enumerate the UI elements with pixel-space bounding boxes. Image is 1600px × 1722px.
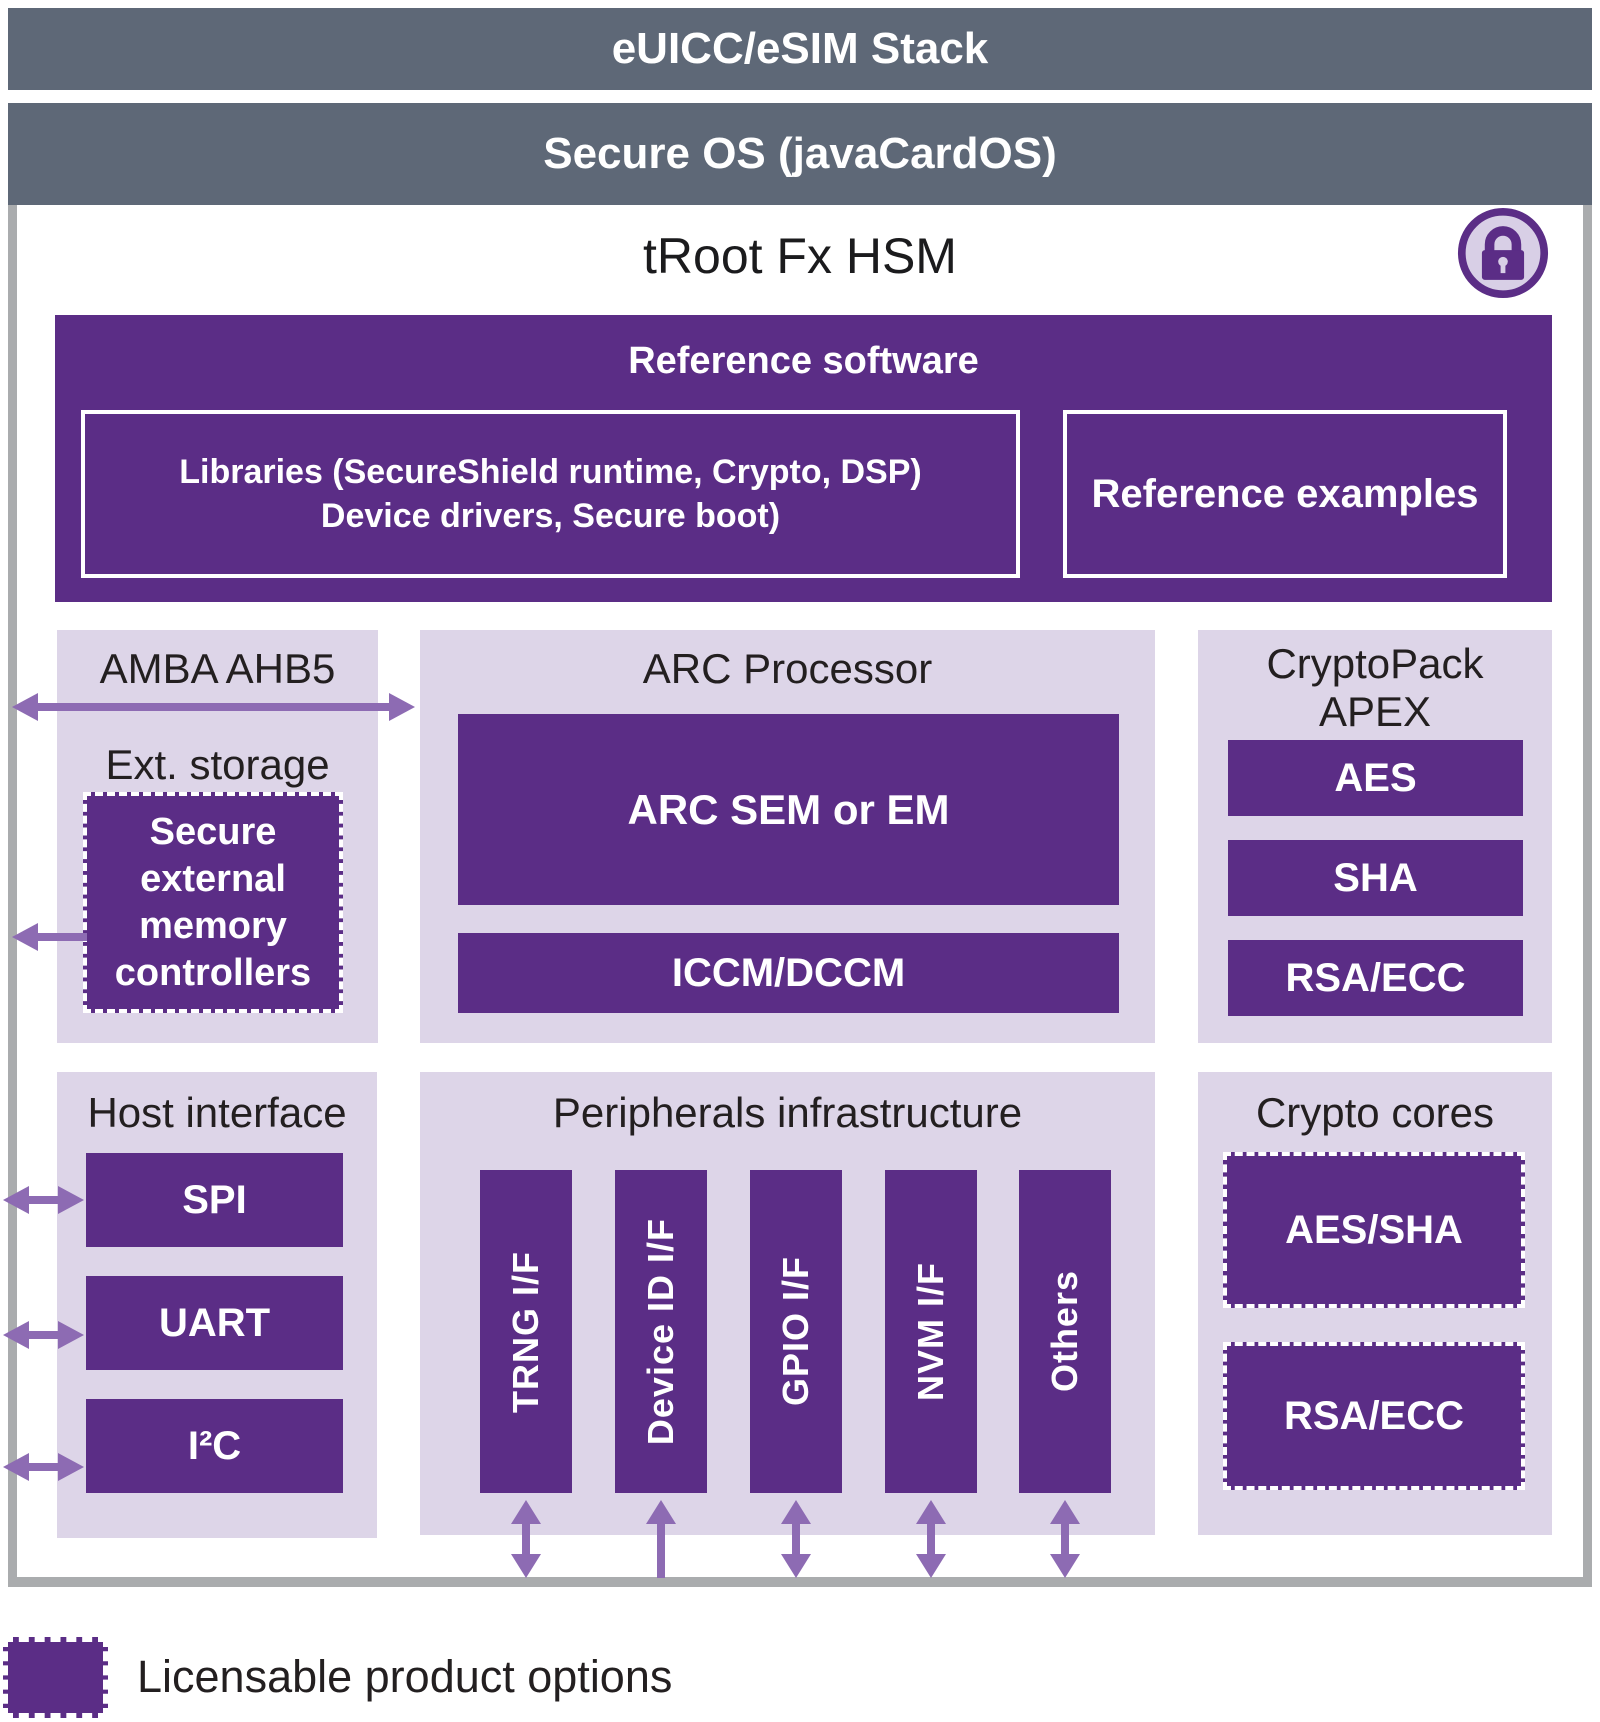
reference-software-title: Reference software	[628, 340, 979, 382]
rsa-ecc-box: RSA/ECC	[1228, 940, 1523, 1016]
legend-swatch	[3, 1637, 108, 1718]
arc-title: ARC Processor	[642, 645, 933, 692]
host-interface-title: Host interface	[87, 1089, 347, 1136]
trng-arrow-icon	[511, 1500, 541, 1578]
uart-arrow-icon	[3, 1321, 84, 1349]
libraries-box: Libraries (SecureShield runtime, Crypto,…	[81, 410, 1020, 578]
device-id-arrow-icon	[646, 1500, 676, 1578]
reference-examples-box: Reference examples	[1063, 410, 1507, 578]
peripheral-bar-gpio: GPIO I/F	[750, 1170, 842, 1493]
rsa-ecc-core-box: RSA/ECC	[1223, 1342, 1525, 1490]
cryptopack-title: CryptoPack APEX	[1266, 640, 1484, 735]
hsm-title: tRoot Fx HSM	[643, 228, 957, 284]
sha-box: SHA	[1228, 840, 1523, 916]
nvm-arrow-icon	[916, 1500, 946, 1578]
arc-sem-box: ARC SEM or EM	[458, 714, 1119, 905]
spi-arrow-icon	[3, 1186, 84, 1214]
aes-sha-core-box: AES/SHA	[1223, 1152, 1525, 1308]
secure-os-bar: Secure OS (javaCardOS)	[8, 103, 1592, 205]
spi-box: SPI	[86, 1153, 343, 1247]
device-id-label: Device ID I/F	[640, 1217, 681, 1446]
legend-label: Licensable product options	[137, 1651, 673, 1702]
peripheral-bar-device-id: Device ID I/F	[615, 1170, 707, 1493]
others-arrow-icon	[1050, 1500, 1080, 1578]
ext-memory-arrow-icon	[12, 923, 87, 951]
peripheral-bar-trng: TRNG I/F	[480, 1170, 572, 1493]
peripheral-bar-nvm: NVM I/F	[885, 1170, 977, 1493]
gpio-label: GPIO I/F	[775, 1256, 816, 1407]
ext-storage-label: Ext. storage	[105, 741, 330, 788]
nvm-label: NVM I/F	[910, 1262, 951, 1401]
i2c-box: I²C	[86, 1399, 343, 1493]
gpio-arrow-icon	[781, 1500, 811, 1578]
peripheral-bar-others: Others	[1019, 1170, 1111, 1493]
lock-icon	[1457, 207, 1549, 299]
euicc-esim-stack-bar: eUICC/eSIM Stack	[8, 8, 1592, 90]
iccm-dccm-box: ICCM/DCCM	[458, 933, 1119, 1013]
aes-box: AES	[1228, 740, 1523, 816]
i2c-arrow-icon	[3, 1453, 84, 1481]
trng-label: TRNG I/F	[505, 1250, 546, 1413]
amba-title: AMBA AHB5	[99, 645, 336, 692]
peripherals-title: Peripherals infrastructure	[552, 1089, 1023, 1136]
secure-external-memory-box: Secure external memory controllers	[83, 792, 343, 1013]
crypto-cores-title: Crypto cores	[1255, 1089, 1495, 1136]
uart-box: UART	[86, 1276, 343, 1370]
others-label: Others	[1044, 1270, 1085, 1393]
amba-bus-arrow-icon	[12, 693, 415, 721]
